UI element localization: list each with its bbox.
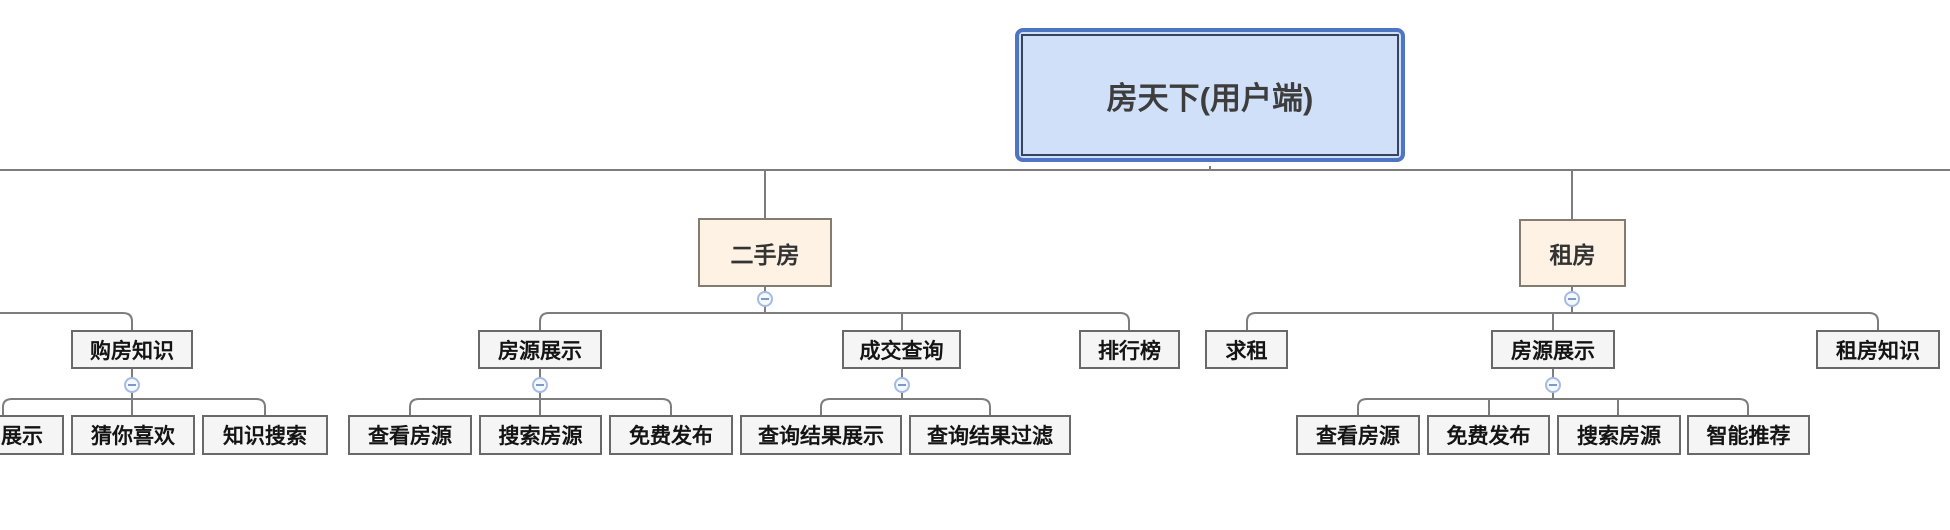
tree-node-label: 房天下(用户端) — [1106, 80, 1314, 116]
tree-node-label: 展示 — [1, 425, 43, 448]
tree-node-knowledge-search[interactable]: 知识搜索 — [202, 415, 328, 455]
tree-node-label: 查看房源 — [1316, 425, 1400, 448]
tree-node-buy-knowledge[interactable]: 购房知识 — [71, 330, 193, 369]
tree-node-label: 购房知识 — [90, 339, 174, 363]
tree-node-rent-knowledge[interactable]: 租房知识 — [1816, 330, 1940, 369]
tree-node-label: 查看房源 — [368, 425, 452, 448]
collapse-button-listing-display-1[interactable] — [532, 377, 548, 393]
tree-node-label: 租房知识 — [1836, 339, 1920, 363]
tree-node-label: 成交查询 — [859, 339, 944, 363]
collapse-button-second-hand-house[interactable] — [757, 291, 773, 307]
tree-node-label: 免费发布 — [629, 425, 713, 448]
tree-node-ranking-list[interactable]: 排行榜 — [1079, 330, 1180, 369]
connector — [1, 398, 266, 415]
tree-node-listing-display-1[interactable]: 房源展示 — [478, 330, 602, 369]
tree-node-search-listing-2[interactable]: 搜索房源 — [1557, 415, 1681, 455]
tree-node-view-listing-2[interactable]: 查看房源 — [1296, 415, 1420, 455]
tree-node-seek-rent[interactable]: 求租 — [1205, 330, 1288, 369]
tree-node-listing-display-2[interactable]: 房源展示 — [1491, 330, 1615, 369]
tree-node-label: 二手房 — [730, 241, 800, 268]
tree-node-label: 智能推荐 — [1706, 425, 1791, 448]
collapse-button-rent-house[interactable] — [1564, 291, 1580, 307]
tree-node-query-result-display[interactable]: 查询结果展示 — [740, 415, 902, 455]
tree-node-view-listing-1[interactable]: 查看房源 — [348, 415, 472, 455]
tree-node-label: 查询结果展示 — [758, 425, 884, 448]
tree-node-deal-query[interactable]: 成交查询 — [842, 330, 961, 369]
tree-node-second-hand-house[interactable]: 二手房 — [698, 218, 832, 287]
collapse-button-buy-knowledge[interactable] — [124, 377, 140, 393]
tree-node-label: 房源展示 — [498, 339, 582, 363]
connector — [820, 398, 991, 415]
tree-node-free-publish-2[interactable]: 免费发布 — [1427, 415, 1550, 455]
tree-node-label: 搜索房源 — [498, 425, 583, 448]
connector — [0, 312, 133, 330]
tree-node-query-result-filter[interactable]: 查询结果过滤 — [909, 415, 1071, 455]
tree-node-display-clipped[interactable]: 展示 — [0, 415, 64, 455]
tree-node-guess-you-like[interactable]: 猜你喜欢 — [71, 415, 195, 455]
connector — [1357, 398, 1749, 415]
tree-node-label: 查询结果过滤 — [927, 425, 1053, 448]
tree-node-label: 搜索房源 — [1577, 425, 1661, 448]
collapse-button-deal-query[interactable] — [894, 377, 910, 393]
tree-node-label: 猜你喜欢 — [91, 425, 175, 448]
tree-node-free-publish-1[interactable]: 免费发布 — [609, 415, 733, 455]
tree-node-rent-house[interactable]: 租房 — [1519, 219, 1626, 287]
tree-node-label: 求租 — [1225, 339, 1268, 363]
collapse-button-listing-display-2[interactable] — [1545, 377, 1561, 393]
tree-node-label: 租房 — [1549, 242, 1596, 268]
connector — [1246, 312, 1879, 330]
tree-node-label: 知识搜索 — [223, 425, 307, 448]
tree-node-search-listing-1[interactable]: 搜索房源 — [479, 415, 602, 455]
tree-node-root[interactable]: 房天下(用户端) — [1015, 28, 1405, 162]
tree-node-label: 免费发布 — [1446, 425, 1531, 448]
connector — [539, 312, 1130, 330]
tree-node-label: 房源展示 — [1511, 339, 1595, 363]
tree-node-label: 排行榜 — [1098, 339, 1161, 363]
tree-node-smart-recommend[interactable]: 智能推荐 — [1687, 415, 1810, 455]
